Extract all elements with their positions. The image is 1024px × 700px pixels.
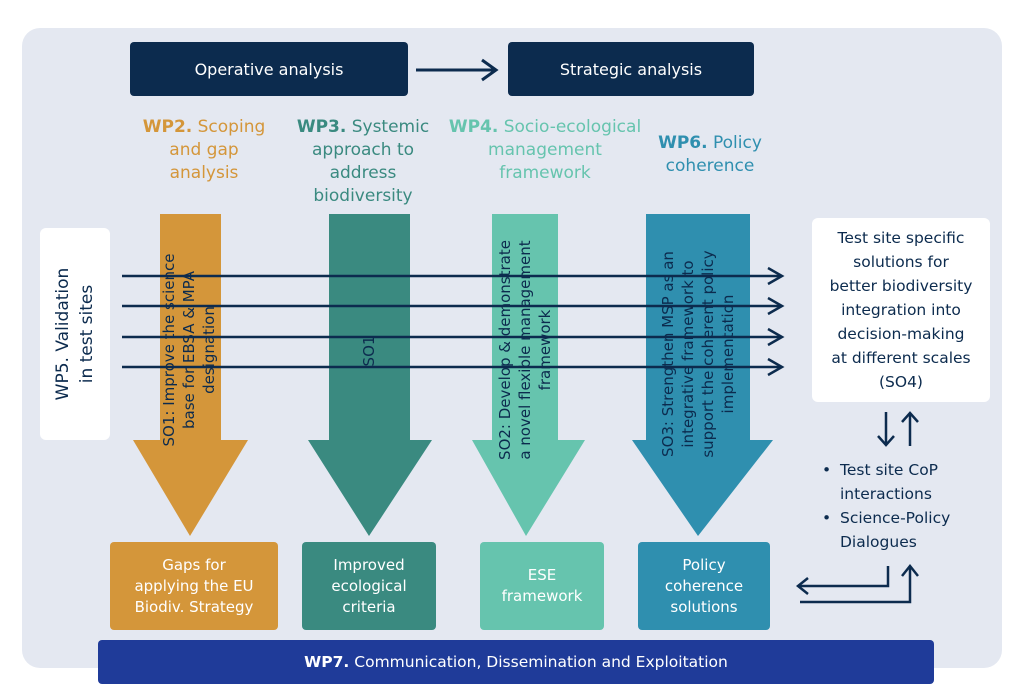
- wp2-line3: analysis: [169, 163, 239, 183]
- wp3-line2: approach to: [311, 140, 415, 160]
- strategic-analysis-box: Strategic analysis: [508, 42, 754, 96]
- wp4-line3: framework: [499, 163, 591, 183]
- wp4-line1: Socio-ecological: [503, 117, 642, 137]
- wp7-code: WP7.: [304, 653, 350, 671]
- up-down-arrows-icon: [877, 411, 919, 447]
- feedback-arrows-icon: [795, 563, 919, 604]
- top-arrow-icon: [416, 58, 499, 82]
- so1-label: SO1: [360, 335, 378, 367]
- so2-line2: a novel flexible management: [516, 240, 534, 460]
- so1-arrow: [308, 214, 432, 536]
- wp3-label: WP3. Systemic approach to address biodiv…: [288, 116, 438, 208]
- wp2-code: WP2.: [142, 117, 193, 137]
- output-criteria-box: Improved ecological criteria: [302, 542, 436, 630]
- interaction-1b: interactions: [840, 485, 932, 503]
- so2-line1: SO2: Develop & demonstrate: [496, 240, 514, 460]
- output-policy-line3: solutions: [670, 597, 738, 616]
- wp6-line2: coherence: [665, 156, 755, 176]
- wp4-code: WP4.: [448, 117, 499, 137]
- wp2-label: WP2. Scoping and gap analysis: [130, 116, 278, 185]
- output-gaps-line2: applying the EU: [134, 576, 254, 595]
- so3-text: SO3: Strengthen MSP as an integrative fr…: [648, 234, 748, 474]
- so3-line1: SO3: Strengthen MSP as an: [659, 251, 677, 457]
- result-line1: Test site specific: [837, 229, 965, 247]
- wp6-code: WP6.: [658, 133, 708, 153]
- wp7-bar: WP7. Communication, Dissemination and Ex…: [98, 640, 934, 684]
- wp3-line1: Systemic: [351, 117, 430, 137]
- output-ese-box: ESE framework: [480, 542, 604, 630]
- result-line6: at different scales: [831, 349, 971, 367]
- operative-analysis-label: Operative analysis: [194, 59, 344, 79]
- so1-improve-line1: SO1: Improve the science: [160, 253, 178, 447]
- interaction-list: Test site CoP interactions Science-Policy…: [820, 458, 1000, 554]
- wp4-line2: management: [488, 140, 602, 160]
- so4-result-box: Test site specific solutions for better …: [812, 218, 990, 402]
- result-line7: (SO4): [878, 373, 923, 391]
- so1-improve-text: SO1: Improve the science base for EBSA &…: [151, 230, 227, 470]
- wp3-line3: address: [329, 163, 397, 183]
- operative-analysis-box: Operative analysis: [130, 42, 408, 96]
- output-gaps-box: Gaps for applying the EU Biodiv. Strategy: [110, 542, 278, 630]
- wp2-line1: Scoping: [197, 117, 266, 137]
- wp3-line4: biodiversity: [313, 186, 413, 206]
- so1-text: SO1: [351, 311, 387, 391]
- wp2-line2: and gap: [169, 140, 239, 160]
- so3-line2: integrative framework to: [679, 260, 697, 448]
- so3-arrow: [632, 214, 773, 536]
- output-policy-line1: Policy: [682, 555, 726, 574]
- so1-improve-line3: designation: [200, 306, 218, 394]
- interaction-2b: Dialogues: [840, 533, 917, 551]
- interaction-2a: Science-Policy: [840, 509, 951, 527]
- wp4-label: WP4. Socio-ecological management framewo…: [440, 116, 650, 185]
- output-criteria-line1: Improved: [333, 555, 405, 574]
- output-gaps-line1: Gaps for: [162, 555, 226, 574]
- output-policy-line2: coherence: [664, 576, 744, 595]
- output-policy-box: Policy coherence solutions: [638, 542, 770, 630]
- output-criteria-line2: ecological: [331, 576, 407, 595]
- result-line5: decision-making: [837, 325, 965, 343]
- so1-improve-arrow: [133, 214, 248, 536]
- strategic-analysis-label: Strategic analysis: [559, 59, 703, 79]
- wp6-label: WP6. Policy coherence: [640, 132, 780, 178]
- result-line2: solutions for: [853, 253, 949, 271]
- so2-arrow: [472, 214, 585, 536]
- wp3-code: WP3.: [296, 117, 347, 137]
- wp7-text: Communication, Dissemination and Exploit…: [354, 653, 728, 671]
- result-line4: integration into: [841, 301, 961, 319]
- so3-line4: implementation: [719, 294, 737, 414]
- so3-line3: support the coherent policy: [699, 250, 717, 458]
- list-item: Test site CoP interactions: [820, 458, 1000, 506]
- output-ese-line2: framework: [501, 587, 583, 605]
- interaction-1a: Test site CoP: [840, 461, 939, 479]
- so2-text: SO2: Develop & demonstrate a novel flexi…: [487, 230, 563, 470]
- output-gaps-line3: Biodiv. Strategy: [134, 597, 254, 616]
- result-line3: better biodiversity: [829, 277, 973, 295]
- validation-box: [40, 228, 110, 440]
- output-criteria-line3: criteria: [342, 597, 396, 616]
- wp6-line1: Policy: [713, 133, 762, 153]
- so1-improve-line2: base for EBSA & MPA: [180, 271, 198, 430]
- output-ese-line1: ESE: [527, 566, 557, 584]
- so2-line3: framework: [536, 309, 554, 391]
